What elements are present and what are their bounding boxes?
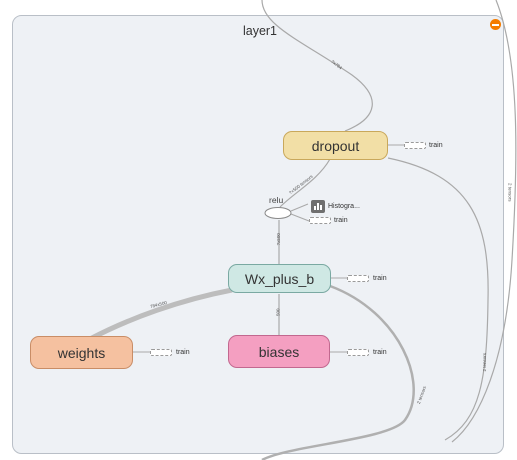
biases-train-label: train (373, 349, 387, 356)
edge-label-biases-wx: 500 (275, 308, 281, 317)
dropout-label: dropout (311, 137, 360, 154)
edge-relu-to-histogram-train (290, 213, 310, 222)
edge-label-right-in: 2 tensors (507, 182, 513, 202)
collapse-scope-button[interactable] (490, 19, 501, 30)
dropout-node[interactable]: dropout (283, 131, 388, 160)
edge-relu-to-histogram (290, 203, 309, 212)
dropout-train-box[interactable] (404, 142, 426, 149)
edge-label-left-out: 2 tensors (482, 352, 488, 372)
wx-plus-b-label: Wx_plus_b (244, 270, 315, 287)
weights-node[interactable]: weights (30, 336, 133, 369)
histogram-icon[interactable] (311, 200, 325, 213)
edge-right-external (451, 0, 517, 443)
biases-label: biases (258, 343, 300, 360)
edge-wx-to-lower-right (261, 284, 415, 460)
wx-train-label: train (373, 275, 387, 282)
weights-label: weights (57, 344, 106, 361)
edge-dropout-to-right (387, 157, 489, 441)
relu-label: relu (269, 195, 284, 205)
edge-label-relu-wx: ?x500 (275, 233, 281, 246)
weights-train-label: train (176, 349, 190, 356)
edge-weights-to-wx (88, 287, 233, 342)
weights-train-box[interactable] (150, 349, 172, 356)
histogram-label: Histogra... (328, 203, 360, 210)
dropout-train-label: train (429, 142, 443, 149)
biases-train-box[interactable] (347, 349, 369, 356)
edge-dropout-to-relu (279, 158, 331, 208)
wx-train-box[interactable] (347, 275, 369, 282)
histogram-train-box[interactable] (309, 217, 331, 224)
wx-plus-b-node[interactable]: Wx_plus_b (228, 264, 331, 293)
edge-input-to-dropout (261, 0, 373, 132)
relu-node[interactable] (264, 207, 292, 219)
scope-layer1-box (12, 15, 504, 454)
histogram-train-label: train (334, 217, 348, 224)
biases-node[interactable]: biases (228, 335, 330, 368)
scope-title: layer1 (242, 24, 278, 38)
